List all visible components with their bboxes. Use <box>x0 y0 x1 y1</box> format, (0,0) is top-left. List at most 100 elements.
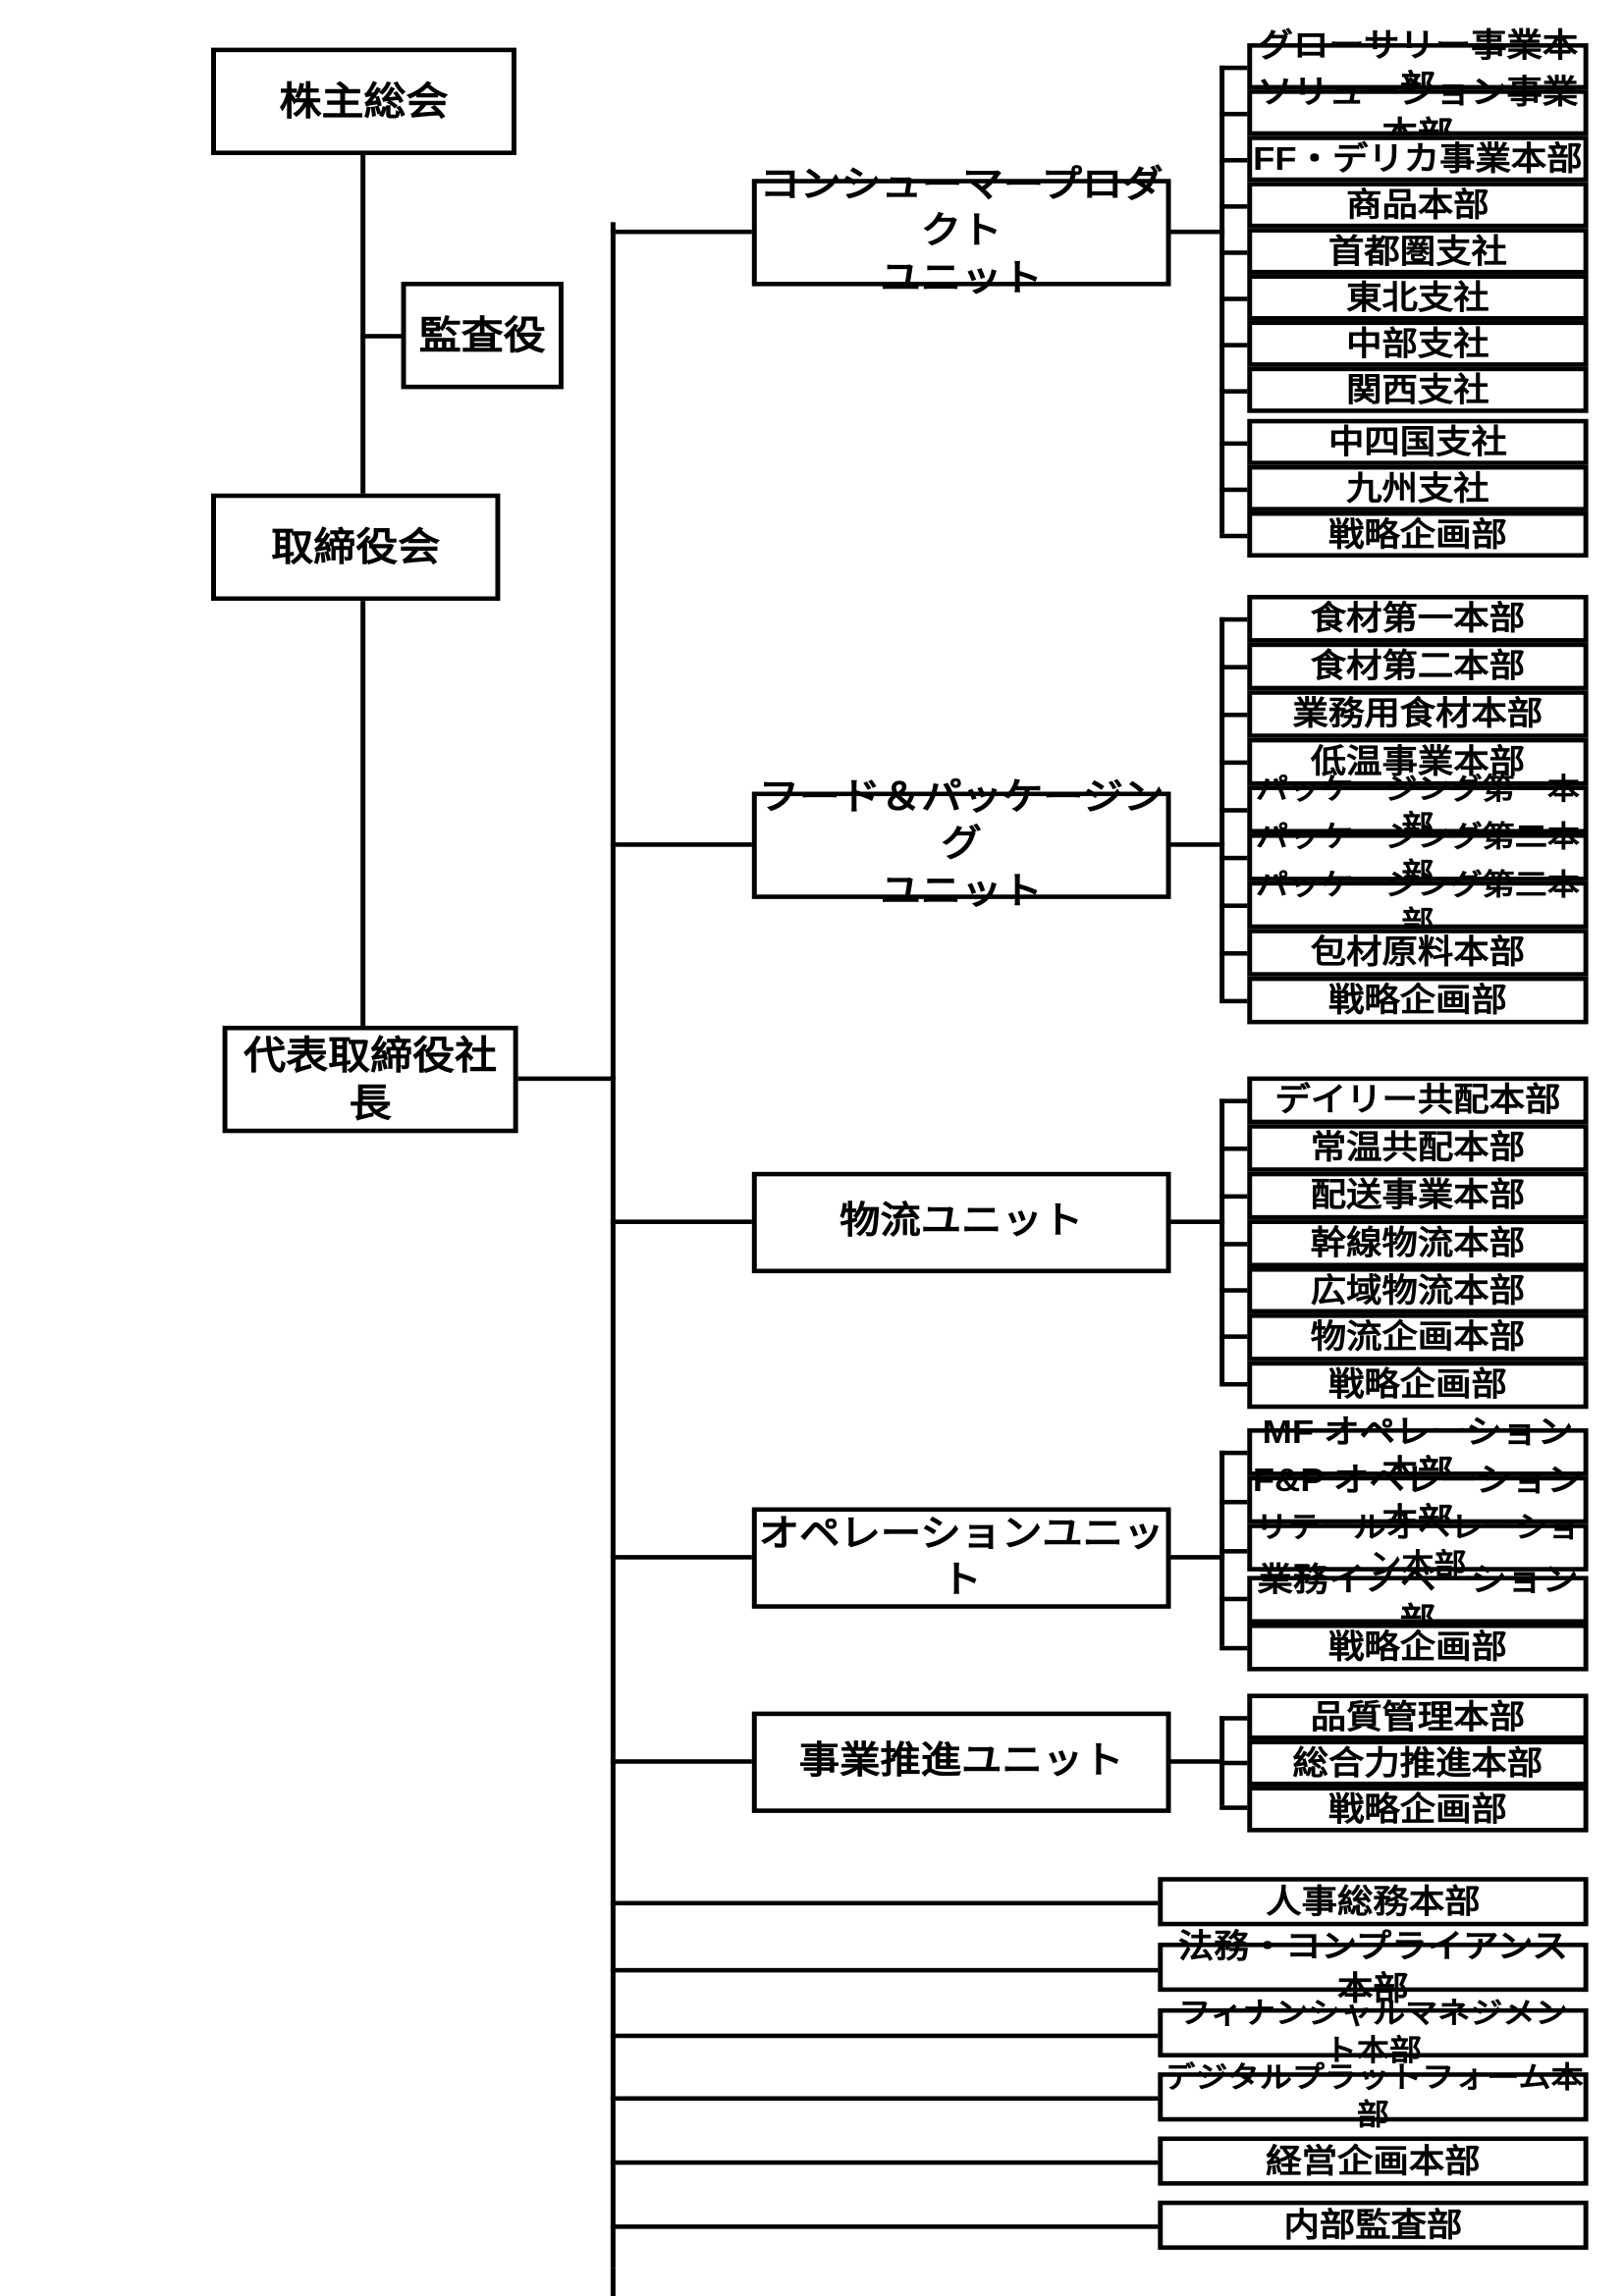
connector-to-auditor <box>360 334 406 339</box>
u1-d0-label: 食材第一本部 <box>1310 599 1526 637</box>
u1-d8-label: 戦略企画部 <box>1327 981 1507 1019</box>
u2-d1-label: 常温共配本部 <box>1310 1129 1526 1167</box>
direct-1-label: 法務・コンプライアンス本部 <box>1177 1927 1568 2006</box>
box-direct-1: 法務・コンプライアンス本部 <box>1158 1928 1589 2006</box>
stub-u3-d2 <box>1219 1549 1253 1554</box>
stub-u0-d10 <box>1219 533 1253 539</box>
u4-d2-label: 戦略企画部 <box>1327 1789 1507 1828</box>
unit-1-label-line1: フード＆パッケージング <box>758 776 1164 866</box>
stub-u1-d2 <box>1219 713 1253 718</box>
box-shareholders-meeting: 株主総会 <box>211 47 516 155</box>
bus-unit-4 <box>1219 1716 1225 1806</box>
box-u2-d6: 戦略企画部 <box>1247 1361 1589 1410</box>
box-board-of-directors: 取締役会 <box>211 493 501 602</box>
stub-u2-d3 <box>1219 1242 1253 1247</box>
u1-d1-label: 食材第二本部 <box>1310 647 1526 685</box>
box-u3-d3: 業務イノベーション部 <box>1247 1560 1589 1638</box>
u0-d7-label: 関西支社 <box>1346 370 1489 408</box>
spine-main <box>610 222 616 2269</box>
box-u0-d9: 九州支社 <box>1247 464 1589 511</box>
stub-u1-d1 <box>1219 665 1253 669</box>
box-u1-d2: 業務用食材本部 <box>1247 690 1589 738</box>
box-u2-d3: 幹線物流本部 <box>1247 1219 1589 1268</box>
box-u2-d5: 物流企画本部 <box>1247 1313 1589 1362</box>
stub-direct-1 <box>610 1967 1164 1973</box>
u1-d3-label: 低温事業本部 <box>1310 742 1526 780</box>
box-u1-d5: パッケージング第二本部 <box>1247 822 1589 891</box>
box-u1-d8: 戦略企画部 <box>1247 976 1589 1025</box>
connector-spine-unit-0 <box>610 229 757 235</box>
box-auditor: 監査役 <box>401 282 564 390</box>
president-label: 代表取締役社長 <box>244 1032 498 1126</box>
connector-spine-unit-1 <box>610 842 757 847</box>
stub-u1-d6 <box>1219 903 1253 908</box>
connector-spine-unit-3 <box>610 1555 757 1560</box>
u0-d8-label: 中四国支社 <box>1327 422 1507 460</box>
stub-u1-d0 <box>1219 616 1253 622</box>
stub-u0-d4 <box>1219 250 1253 255</box>
u1-d2-label: 業務用食材本部 <box>1292 695 1543 733</box>
box-u3-d1: F&P オペレーション本部 <box>1247 1461 1589 1538</box>
box-u0-d0: グローサリー事業本部 <box>1247 27 1589 105</box>
stub-u1-d4 <box>1219 808 1253 813</box>
stub-u0-d7 <box>1219 389 1253 394</box>
box-u2-d0: デイリー共配本部 <box>1247 1076 1589 1125</box>
unit-1-label-line2: ユニット <box>880 870 1043 912</box>
u2-d4-label: 広域物流本部 <box>1310 1271 1526 1309</box>
box-u2-d2: 配送事業本部 <box>1247 1171 1589 1220</box>
u0-d5-label: 東北支社 <box>1346 278 1489 316</box>
box-u2-d4: 広域物流本部 <box>1247 1267 1589 1314</box>
box-u1-d0: 食材第一本部 <box>1247 595 1589 643</box>
stub-u1-d3 <box>1219 760 1253 766</box>
bus-unit-2 <box>1219 1098 1225 1382</box>
u0-d4-label: 首都圏支社 <box>1327 232 1507 270</box>
box-u3-d2: リテールオペレーション本部 <box>1247 1512 1589 1581</box>
direct-4-label: 経営企画本部 <box>1266 2142 1481 2180</box>
u2-d0-label: デイリー共配本部 <box>1274 1081 1561 1119</box>
stub-u2-d4 <box>1219 1288 1253 1293</box>
box-unit-0: コンシューマープロダクト ユニット <box>751 164 1171 299</box>
box-u0-d1: ソリューション事業本部 <box>1247 73 1589 151</box>
stub-direct-0 <box>610 1900 1164 1906</box>
stub-u2-d0 <box>1219 1098 1253 1103</box>
stub-u2-d5 <box>1219 1334 1253 1339</box>
stub-u0-d2 <box>1219 157 1253 163</box>
stub-u0-d1 <box>1219 111 1253 117</box>
stub-u2-d1 <box>1219 1146 1253 1151</box>
connector-shareholders-trunk <box>360 154 366 497</box>
u0-d10-label: 戦略企画部 <box>1327 515 1507 554</box>
u4-d0-label: 品質管理本部 <box>1310 1697 1526 1735</box>
box-u2-d1: 常温共配本部 <box>1247 1124 1589 1172</box>
box-u0-d10: 戦略企画部 <box>1247 510 1589 559</box>
connector-president-right <box>517 1076 616 1082</box>
box-direct-3: デジタルプラットフォーム本部 <box>1158 2061 1589 2131</box>
box-direct-0: 人事総務本部 <box>1158 1877 1589 1927</box>
stub-direct-4 <box>610 2160 1164 2165</box>
box-u3-d4: 戦略企画部 <box>1247 1624 1589 1672</box>
direct-3-label: デジタルプラットフォーム本部 <box>1163 2060 1584 2132</box>
box-u1-d7: 包材原料本部 <box>1247 929 1589 977</box>
box-u0-d8: 中四国支社 <box>1247 418 1589 465</box>
u0-d0-label: グローサリー事業本部 <box>1257 27 1579 106</box>
box-president: 代表取締役社長 <box>222 1025 518 1134</box>
box-u0-d5: 東北支社 <box>1247 274 1589 321</box>
unit-2-label: 物流ユニット <box>839 1201 1084 1243</box>
box-u1-d6: パッケージング第三本部 <box>1247 869 1589 939</box>
connector-unit-0-out <box>1165 229 1225 235</box>
box-u1-d3: 低温事業本部 <box>1247 737 1589 786</box>
board-of-directors-label: 取締役会 <box>271 524 441 569</box>
u2-d3-label: 幹線物流本部 <box>1310 1224 1526 1262</box>
connector-spine-unit-2 <box>610 1219 757 1224</box>
box-u0-d4: 首都圏支社 <box>1247 228 1589 275</box>
spine-lower <box>610 2268 616 2296</box>
box-unit-3: オペレーションユニット <box>751 1507 1171 1609</box>
box-u3-d0: MF オペレーション本部 <box>1247 1413 1589 1491</box>
box-unit-4: 事業推進ユニット <box>751 1711 1171 1813</box>
stub-u4-d1 <box>1219 1760 1253 1766</box>
box-u0-d2: FF・デリカ事業本部 <box>1247 135 1589 183</box>
connector-unit-2-out <box>1165 1219 1225 1224</box>
u1-d7-label: 包材原料本部 <box>1310 934 1526 972</box>
stub-u1-d5 <box>1219 855 1253 861</box>
stub-u4-d0 <box>1219 1716 1253 1721</box>
